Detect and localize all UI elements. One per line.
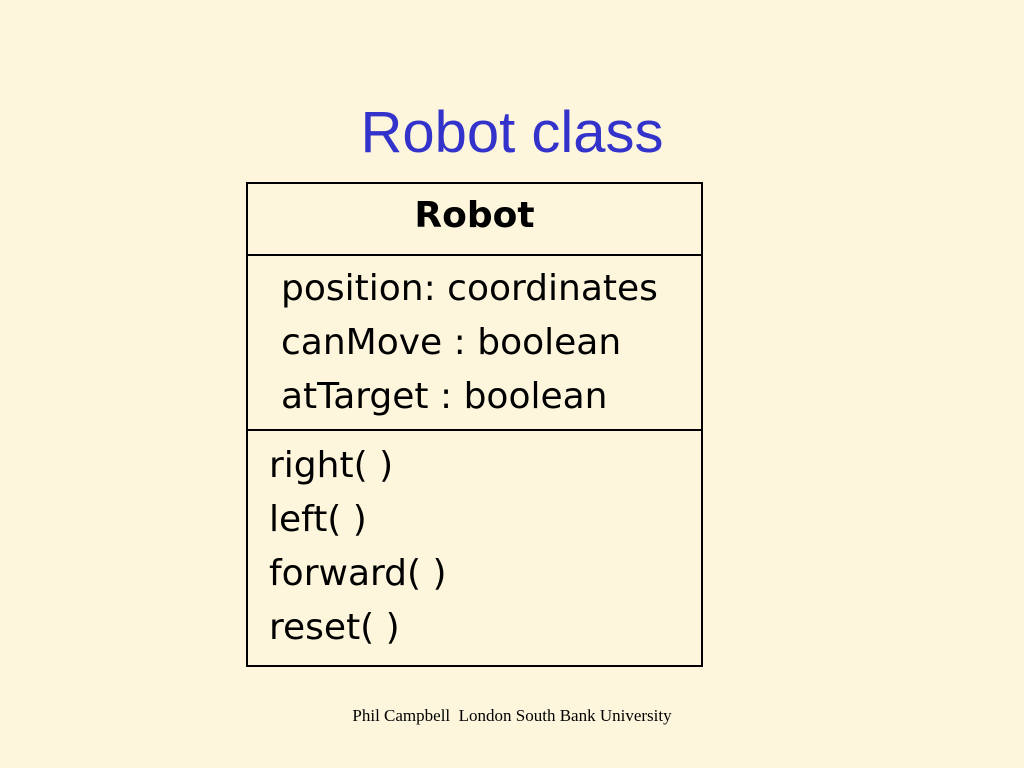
- slide-title: Robot class: [360, 100, 664, 165]
- class-name: Robot: [248, 184, 701, 256]
- attributes-compartment: position: coordinates canMove : boolean …: [248, 256, 701, 431]
- uml-class-box: Robot position: coordinates canMove : bo…: [246, 182, 703, 667]
- attribute-item: position: coordinates: [281, 268, 658, 309]
- operation-item: left( ): [269, 499, 367, 540]
- attribute-item: canMove : boolean: [281, 322, 622, 363]
- operations-compartment: right( ) left( ) forward( ) reset( ): [248, 431, 701, 655]
- footer-credit: Phil Campbell London South Bank Universi…: [352, 706, 672, 725]
- attribute-item: atTarget : boolean: [281, 376, 608, 417]
- operation-item: right( ): [269, 445, 394, 486]
- operation-item: reset( ): [269, 607, 400, 648]
- operation-item: forward( ): [269, 553, 447, 594]
